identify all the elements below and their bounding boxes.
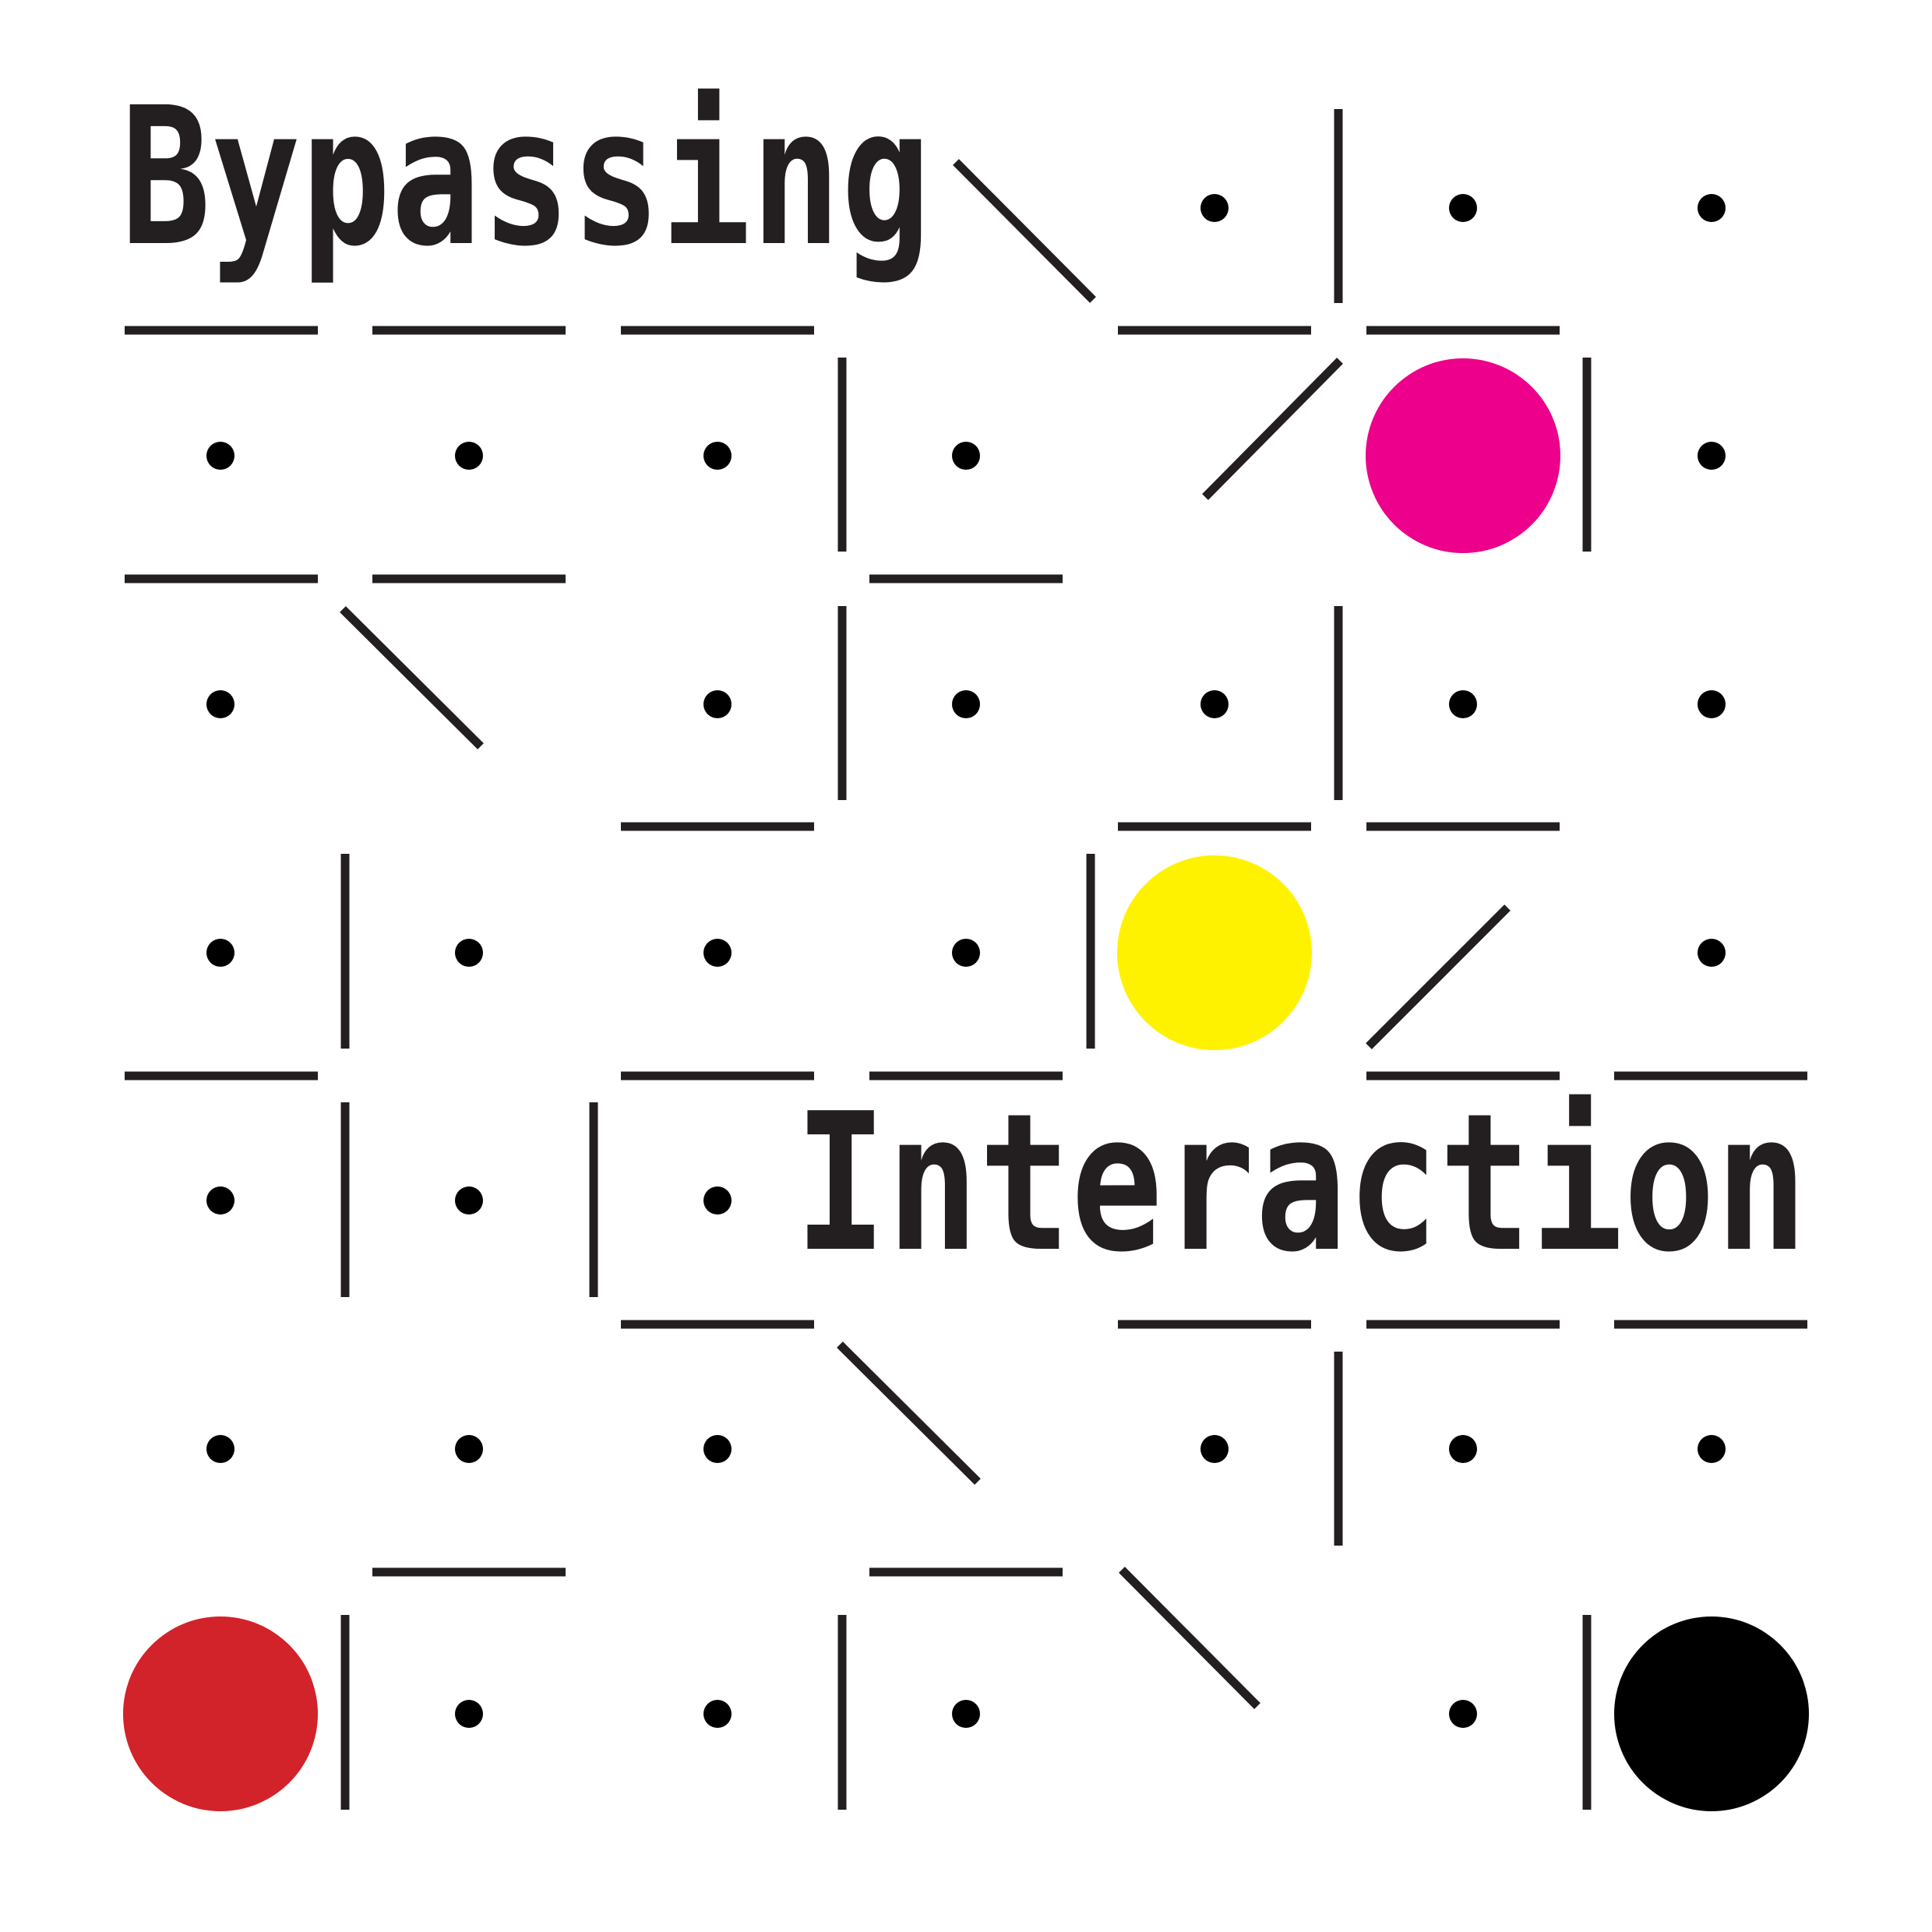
- magenta-circle: [1366, 358, 1560, 553]
- title-line-1: Bypassing: [121, 67, 931, 288]
- grid-dot: [1698, 442, 1726, 470]
- grid-dot: [703, 1700, 732, 1728]
- yellow-circle: [1117, 855, 1312, 1050]
- grid-dot: [1698, 939, 1726, 967]
- grid-dot: [703, 442, 732, 470]
- grid-dot: [1698, 1435, 1726, 1463]
- grid-dot: [703, 1186, 732, 1215]
- grid-dot: [1200, 690, 1229, 718]
- line-segments: [125, 109, 1807, 1810]
- grid-dot: [455, 1186, 483, 1215]
- diagonal-line: [1366, 904, 1511, 1049]
- grid-dot: [455, 442, 483, 470]
- grid-dot: [206, 1186, 234, 1215]
- grid-dot: [1200, 194, 1229, 222]
- grid-dot: [703, 939, 732, 967]
- grid-dot: [703, 1435, 732, 1463]
- black-circle: [1614, 1616, 1809, 1811]
- color-circles: [123, 358, 1809, 1811]
- grid-dot: [1200, 1435, 1229, 1463]
- grid-dot: [952, 442, 980, 470]
- grid-dot: [952, 690, 980, 718]
- red-circle: [123, 1616, 318, 1811]
- grid-dot: [952, 939, 980, 967]
- grid-dot: [1698, 194, 1726, 222]
- grid-dot: [1449, 194, 1477, 222]
- grid-dot: [1449, 1435, 1477, 1463]
- diagonal-line: [953, 159, 1096, 303]
- title-line-2: Interaction: [795, 1073, 1807, 1294]
- grid-dot: [206, 939, 234, 967]
- grid-dot: [703, 690, 732, 718]
- diagonal-line: [340, 606, 484, 749]
- grid-dots: [206, 194, 1726, 1728]
- grid-dot: [206, 690, 234, 718]
- diagonal-line: [1202, 358, 1343, 500]
- grid-dot: [1449, 1700, 1477, 1728]
- grid-dot: [455, 939, 483, 967]
- grid-dot: [455, 1435, 483, 1463]
- grid-dot: [206, 442, 234, 470]
- grid-dot: [1698, 690, 1726, 718]
- grid-dot: [1449, 690, 1477, 718]
- grid-dot: [455, 1700, 483, 1728]
- grid-dot: [206, 1435, 234, 1463]
- grid-dot: [952, 1700, 980, 1728]
- diagonal-line: [1119, 1567, 1260, 1709]
- diagonal-line: [837, 1341, 981, 1485]
